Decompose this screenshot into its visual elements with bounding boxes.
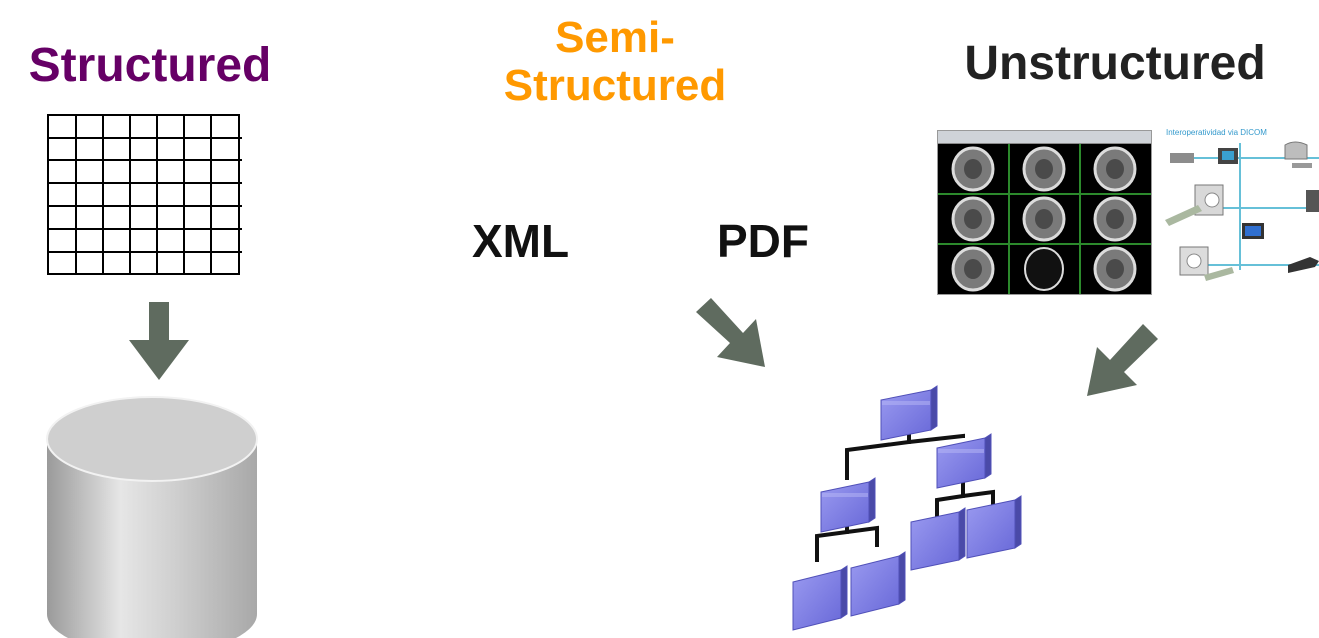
hierarchy-tree-icon [792,385,1022,631]
dicom-network-image: Interoperatividad via DICOM [1160,125,1319,295]
semi-structured-title-line1: Semi- [555,13,675,62]
database-cylinder-icon [46,396,258,638]
pdf-label: PDF [717,215,809,267]
arrow-down-right-icon [696,298,765,367]
grid-table-icon [47,114,242,275]
ct-window-titlebar [938,131,1151,144]
unstructured-title: Unstructured [964,37,1266,90]
arrow-down-icon [129,302,189,380]
structured-title: Structured [28,39,272,92]
arrow-down-left-icon [1087,324,1158,396]
semi-structured-title-line2: Structured [503,61,727,110]
ct-scan-image [937,130,1152,295]
xml-label: XML [472,215,570,267]
dicom-network-title: Interoperatividad via DICOM [1166,128,1267,137]
semi-structured-title: Semi- Structured [460,14,770,110]
